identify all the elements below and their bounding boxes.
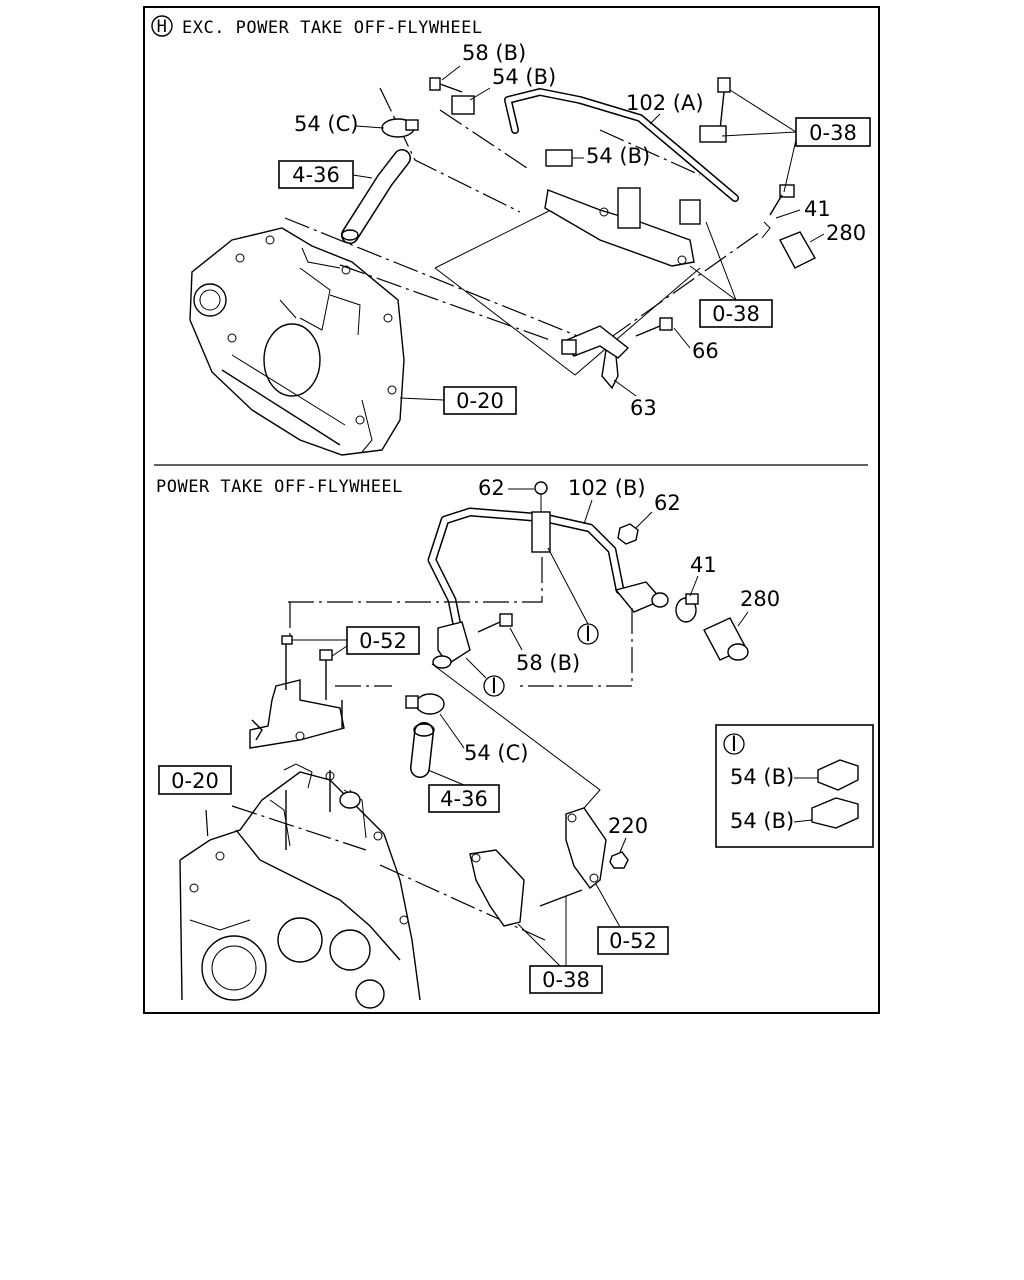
detail-box-i: I 54 (B) 54 (B) <box>715 724 874 848</box>
pipe-fitting-lower <box>432 621 471 669</box>
detail-marker-i-b[interactable]: I <box>483 674 505 698</box>
callout-63: 63 <box>630 396 657 420</box>
clamp-54c-top <box>381 118 419 138</box>
svg-text:0-52: 0-52 <box>359 629 407 653</box>
bolt-58b-top <box>429 77 463 93</box>
ref-box-4-36-bottom[interactable]: 4-36 <box>428 784 500 813</box>
bracket-63 <box>560 325 630 390</box>
ref-box-0-20-top[interactable]: 0-20 <box>443 386 517 415</box>
bolt-58b-bottom <box>477 613 513 633</box>
callout-62-b: 62 <box>654 491 681 515</box>
callout-54b-top-a: 54 (B) <box>492 65 556 89</box>
clip-detail-2 <box>811 797 859 829</box>
section-bottom: POWER TAKE OFF-FLYWHEEL <box>156 476 780 1009</box>
callout-54c-top: 54 (C) <box>294 112 358 136</box>
callout-58b-top: 58 (B) <box>462 41 526 65</box>
bolt-top-right <box>717 77 795 216</box>
clamp-54c-bottom <box>405 693 445 715</box>
bolt-66 <box>635 317 673 337</box>
svg-text:0-38: 0-38 <box>809 121 857 145</box>
section-title-top: EXC. POWER TAKE OFF-FLYWHEEL <box>182 18 483 38</box>
ref-box-0-38-top-a[interactable]: 0-38 <box>795 117 871 147</box>
callout-102b: 102 (B) <box>568 476 646 500</box>
ref-box-0-20-bottom[interactable]: 0-20 <box>158 765 232 795</box>
pipe-clamp-bottom <box>531 511 551 553</box>
flywheel-housing-bottom <box>179 763 421 1009</box>
section-top: H EXC. POWER TAKE OFF-FLYWHEEL <box>151 15 871 456</box>
svg-text:0-38: 0-38 <box>712 302 760 326</box>
diagram-frame <box>143 6 880 1014</box>
clip-detail-1 <box>817 759 859 791</box>
callout-66: 66 <box>692 339 719 363</box>
svg-text:I: I <box>491 674 497 698</box>
ref-box-0-38-top-b[interactable]: 0-38 <box>699 299 773 328</box>
callout-280-bottom: 280 <box>740 587 780 611</box>
bracket-220 <box>469 807 629 927</box>
ref-box-0-38-bottom[interactable]: 0-38 <box>529 965 603 994</box>
svg-text:I: I <box>585 622 591 646</box>
detail-box-marker: I <box>731 732 737 756</box>
nut-62 <box>617 523 639 545</box>
callout-220: 220 <box>608 814 648 838</box>
section-marker-circle <box>151 15 173 37</box>
svg-text:4-36: 4-36 <box>440 787 488 811</box>
bracket-bottom <box>249 635 345 749</box>
svg-text:0-20: 0-20 <box>456 389 504 413</box>
svg-text:4-36: 4-36 <box>292 163 340 187</box>
callout-102a: 102 (A) <box>626 91 704 115</box>
detail-item-1: 54 (B) <box>730 765 794 789</box>
callout-62-a: 62 <box>478 476 505 500</box>
flywheel-housing-top <box>189 227 405 456</box>
pipe-fitting-right <box>614 581 669 613</box>
callout-54c-bottom: 54 (C) <box>464 741 528 765</box>
detail-item-2: 54 (B) <box>730 809 794 833</box>
bracket-top <box>544 187 701 267</box>
callout-58b-bottom: 58 (B) <box>516 651 580 675</box>
clip-top-right <box>699 125 727 143</box>
callout-280-top: 280 <box>826 221 866 245</box>
clip-41-top <box>761 221 771 239</box>
ref-box-0-52-a[interactable]: 0-52 <box>346 626 420 655</box>
section-marker: H <box>157 17 168 37</box>
clip-54b-top-b <box>545 149 573 167</box>
hose-280-top <box>779 231 816 269</box>
callout-41-top: 41 <box>804 197 831 221</box>
svg-text:0-20: 0-20 <box>171 769 219 793</box>
callout-41-bottom: 41 <box>690 553 717 577</box>
hose-bottom <box>410 722 435 778</box>
section-title-bottom: POWER TAKE OFF-FLYWHEEL <box>156 477 403 497</box>
callout-54b-top-b: 54 (B) <box>586 144 650 168</box>
clip-54b-top-a <box>451 95 475 115</box>
svg-text:0-38: 0-38 <box>542 968 590 992</box>
ref-box-0-52-b[interactable]: 0-52 <box>597 926 669 955</box>
clamp-41-bottom <box>675 593 699 623</box>
ref-box-4-36-top[interactable]: 4-36 <box>278 160 354 189</box>
detail-marker-i-a[interactable]: I <box>577 622 599 646</box>
svg-text:0-52: 0-52 <box>609 929 657 953</box>
hose-280-bottom <box>703 617 749 661</box>
